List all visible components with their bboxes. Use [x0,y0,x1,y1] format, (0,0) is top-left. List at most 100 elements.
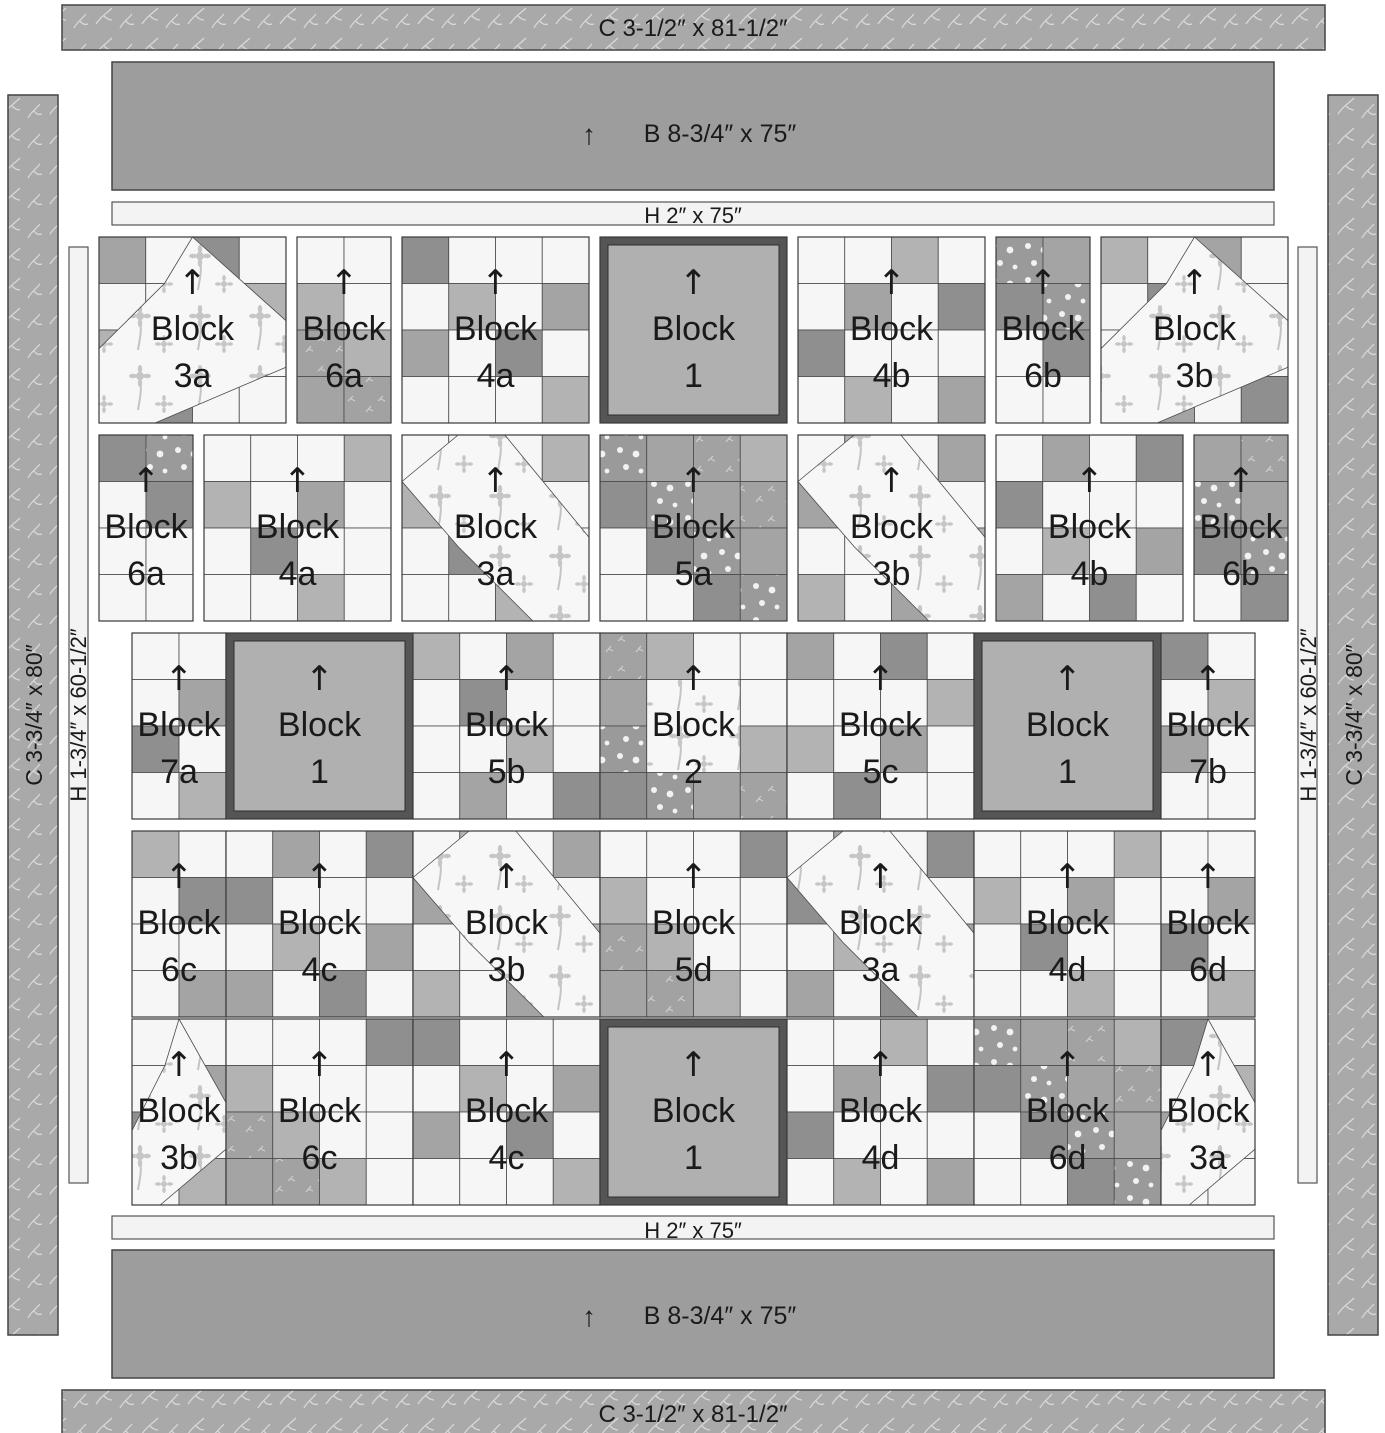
block-id: 4b [873,357,911,395]
quilt-block: ↑Block2 [600,633,787,819]
block-word: Block [850,310,934,348]
left-h-label: H 1-3/4″ x 60-1/2″ [66,628,91,802]
quilt-block: ↑Block3b [1101,237,1288,423]
top-c-label: C 3-1/2″ x 81-1/2″ [598,15,788,42]
block-word: Block [465,706,549,744]
block-id: 4a [477,357,515,395]
block-id: 4a [279,555,317,593]
grain-arrow-icon: ↑ [1227,461,1256,501]
block-word: Block [1026,706,1110,744]
quilt-block: ↑ Block 1 [226,633,413,819]
block-id: 6a [325,357,363,395]
quilt-block: ↑ Block 5c [787,633,974,819]
quilt-block: ↑Block6d [1161,831,1255,1017]
block-id: 5c [863,753,899,791]
block-id: 4c [302,951,338,989]
block-id: 6b [1222,555,1260,593]
grain-arrow-icon: ↑ [178,263,207,303]
block-id: 6a [127,555,165,593]
grain-arrow-icon: ↑ [132,461,161,501]
block-word: Block [454,310,538,348]
quilt-block: ↑Block1 [600,237,787,423]
grain-arrow-icon: ↑ [679,857,708,897]
grain-arrow-icon: ↑ [1075,461,1104,501]
block-id: 6b [1024,357,1062,395]
block-id: 6d [1049,1139,1087,1177]
grain-arrow-icon: ↑ [1194,659,1223,699]
block-id: 1 [1058,753,1077,791]
block-id: 1 [684,357,703,395]
block-id: 4d [1049,951,1087,989]
quilt-block: ↑Block3a [402,435,589,621]
block-word: Block [839,706,923,744]
block-word: Block [839,1092,923,1130]
block-id: 7b [1189,753,1227,791]
block-word: Block [256,508,340,546]
block-id: 3b [873,555,911,593]
grain-arrow-icon: ↑ [1053,857,1082,897]
grain-arrow-icon: ↑ [492,659,521,699]
block-word: Block [151,310,235,348]
quilt-block: ↑ Block 3a [99,237,286,423]
grain-arrow-icon: ↑ [679,659,708,699]
bottom-b-arrow: ↑ [582,1301,596,1332]
quilt-block: ↑Block4c [226,831,413,1017]
grain-arrow-icon: ↑ [877,461,906,501]
grain-arrow-icon: ↑ [305,659,334,699]
right-h-label: H 1-3/4″ x 60-1/2″ [1296,628,1321,802]
grain-arrow-icon: ↑ [866,857,895,897]
block-id: 3a [862,951,900,989]
block-word: Block [1001,310,1085,348]
quilt-block: ↑ Block 6b [996,237,1090,423]
quilt-block: ↑Block7a [132,633,226,819]
quilt-block: ↑Block4d [974,831,1161,1017]
block-id: 5b [488,753,526,791]
grain-arrow-icon: ↑ [1029,263,1058,303]
top-h-label: H 2″ x 75″ [644,203,742,228]
block-id: 1 [310,753,329,791]
block-word: Block [652,508,736,546]
grain-arrow-icon: ↑ [492,857,521,897]
block-word: Block [1026,1092,1110,1130]
grain-arrow-icon: ↑ [1180,263,1209,303]
grain-arrow-icon: ↑ [1194,857,1223,897]
grain-arrow-icon: ↑ [492,1045,521,1085]
grain-arrow-icon: ↑ [1053,659,1082,699]
block-word: Block [652,1092,736,1130]
grain-arrow-icon: ↑ [866,659,895,699]
block-word: Block [278,706,362,744]
block-id: 7a [160,753,198,791]
grain-arrow-icon: ↑ [330,263,359,303]
block-word: Block [652,904,736,942]
block-id: 5a [675,555,713,593]
block-id: 3b [160,1139,198,1177]
block-word: Block [1166,706,1250,744]
block-id: 4b [1071,555,1109,593]
quilt-block: ↑ Block 5d [600,831,787,1017]
right-c-label: C 3-3/4″ x 80″ [1341,644,1367,786]
block-id: 3a [174,357,212,395]
quilt-block: ↑Block6c [132,831,226,1017]
quilt-block: ↑ Block 5a [600,435,787,621]
block-id: 6c [302,1139,338,1177]
grain-arrow-icon: ↑ [1194,1045,1223,1085]
block-word: Block [850,508,934,546]
block-id: 3b [1176,357,1214,395]
block-id: 6d [1189,951,1227,989]
block-word: Block [137,904,221,942]
block-id: 3b [488,951,526,989]
grain-arrow-icon: ↑ [679,461,708,501]
block-word: Block [465,1092,549,1130]
block-id: 5d [675,951,713,989]
